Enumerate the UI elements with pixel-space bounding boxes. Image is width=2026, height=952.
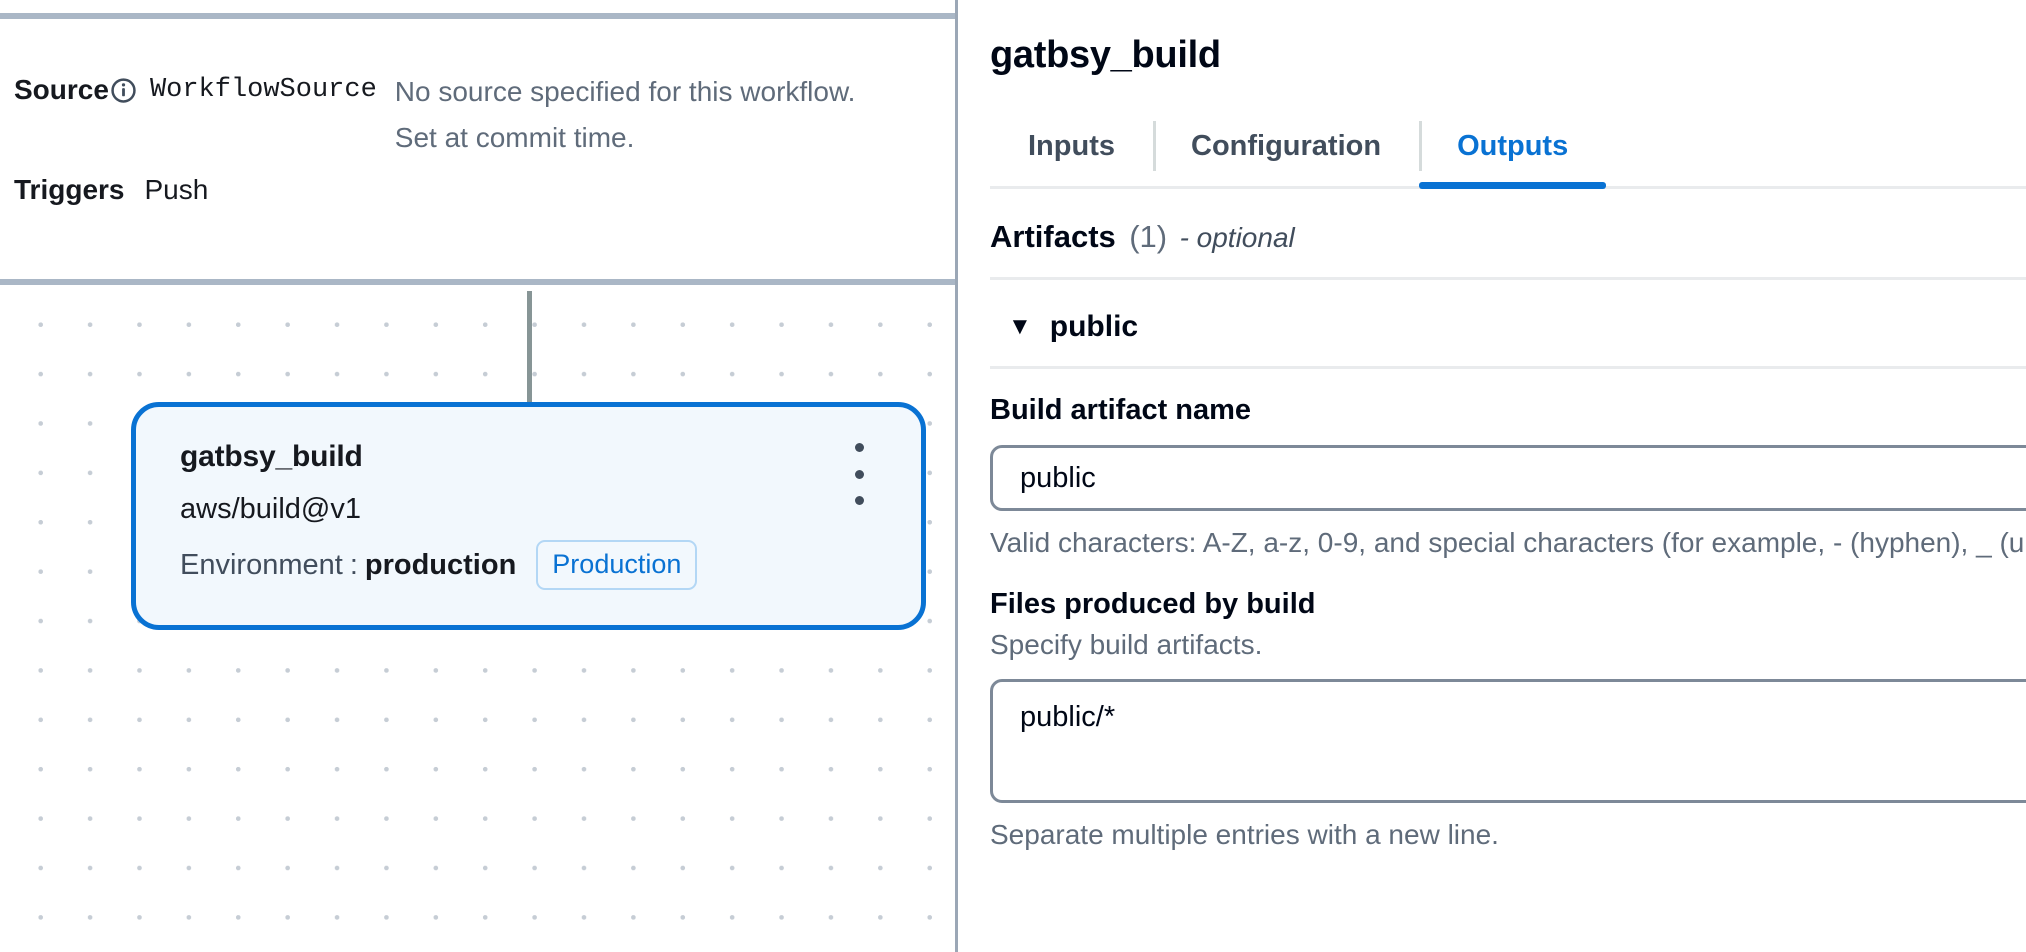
artifact-expander-label: public: [1049, 310, 1139, 343]
kebab-dot: [854, 469, 864, 479]
node-action: aws/build@v1: [180, 493, 361, 525]
panel-tabs: Inputs Configuration Outputs: [990, 107, 2026, 189]
caret-down-icon[interactable]: ▼: [1008, 313, 1032, 340]
source-name: WorkflowSource: [149, 75, 377, 105]
files-produced-textarea[interactable]: public/*: [990, 679, 2026, 803]
top-divider: [0, 13, 958, 19]
panel-divider[interactable]: [955, 0, 958, 952]
triggers-value: Push: [144, 174, 209, 205]
tab-inputs[interactable]: Inputs: [1028, 130, 1115, 162]
node-environment-row: Environment : production Production: [180, 540, 921, 590]
tab-configuration[interactable]: Configuration: [1153, 107, 1419, 186]
source-description-line2: Set at commit time.: [394, 122, 635, 153]
source-description-line1: No source specified for this workflow.: [394, 76, 856, 107]
source-description: No source specified for this workflow. S…: [395, 69, 856, 161]
build-artifact-name-field: Build artifact name public Valid charact…: [990, 369, 2026, 563]
artifact-expander-public[interactable]: ▼ public: [990, 280, 2026, 369]
kebab-menu-icon[interactable]: [852, 443, 866, 505]
node-details-panel: gatbsy_build Inputs Configuration Output…: [958, 0, 2026, 952]
workflow-meta-block: Source WorkflowSource No source specifie…: [0, 19, 958, 285]
workflow-canvas[interactable]: gatbsy_build aws/build@v1 Environment : …: [0, 291, 958, 952]
artifacts-header: Artifacts (1) - optional: [990, 189, 2026, 280]
workflow-left-panel: Source WorkflowSource No source specifie…: [0, 0, 958, 952]
triggers-label: Triggers: [14, 174, 125, 205]
files-produced-by-build-field: Files produced by build Specify build ar…: [990, 563, 2026, 855]
info-circle-icon[interactable]: [111, 78, 136, 103]
node-environment-value: production: [364, 549, 517, 581]
files-produced-description: Specify build artifacts.: [990, 629, 1263, 660]
kebab-dot: [854, 496, 864, 505]
triggers-row: Triggers Push: [14, 169, 208, 211]
node-environment-label: Environment: [180, 549, 343, 581]
artifacts-heading: Artifacts: [990, 219, 1116, 254]
connector-line: [527, 291, 532, 406]
node-environment-badge[interactable]: Production: [536, 540, 698, 590]
tab-outputs[interactable]: Outputs: [1419, 107, 1607, 189]
node-environment-separator: :: [349, 549, 358, 581]
kebab-dot: [854, 443, 864, 452]
build-artifact-name-help: Valid characters: A-Z, a-z, 0-9, and spe…: [990, 527, 2026, 558]
panel-title: gatbsy_build: [990, 34, 1221, 76]
artifacts-count: (1): [1129, 219, 1168, 254]
source-label: Source: [14, 74, 109, 105]
node-title: gatbsy_build: [180, 440, 363, 473]
build-artifact-name-label: Build artifact name: [990, 394, 1252, 426]
files-produced-help: Separate multiple entries with a new lin…: [990, 819, 1499, 850]
artifacts-optional-tag: - optional: [1179, 222, 1295, 253]
build-artifact-name-input[interactable]: public: [990, 445, 2026, 511]
source-row: Source WorkflowSource No source specifie…: [14, 69, 855, 161]
workflow-node-gatbsy-build[interactable]: gatbsy_build aws/build@v1 Environment : …: [131, 402, 926, 630]
files-produced-label: Files produced by build: [990, 588, 1316, 620]
